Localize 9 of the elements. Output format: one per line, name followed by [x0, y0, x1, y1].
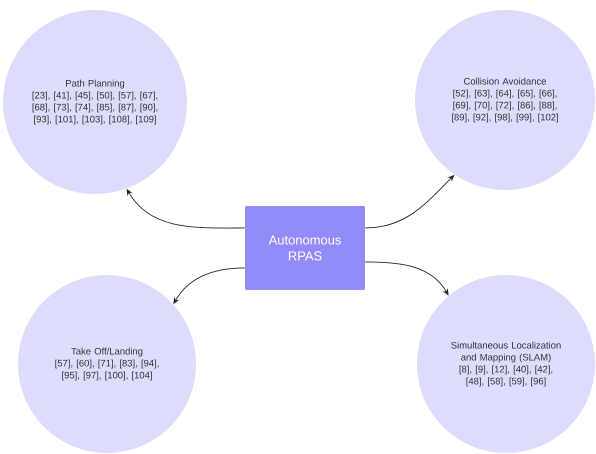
circle-text: Simultaneous Localization and Mapping (SLAM) [8], [9], [12], [40], [42], [48], [58], [59], [96] — [451, 342, 561, 386]
topic-box: Autonomous RPAS — [245, 206, 365, 290]
topic-circle — [415, 10, 595, 190]
circle-text: Take Off/Landing [57], [60], [71], [83], [94], [95], [97], [100], [104] — [55, 348, 159, 380]
topic-circle — [18, 274, 196, 453]
circle-text: Collision Avoidance [52], [63], [64], [65], [66], [69], [70], [72], [86], [88], [89], [92], [98], [99], [102] — [452, 78, 558, 122]
topic-circle — [417, 274, 595, 453]
circle-text: Path Planning [23], [41], [45], [50], [57], [67], [68], [73], [74], [85], [87], [90], [93], [101], [103], [108], [109] — [32, 80, 158, 124]
topic-circle — [3, 10, 187, 194]
